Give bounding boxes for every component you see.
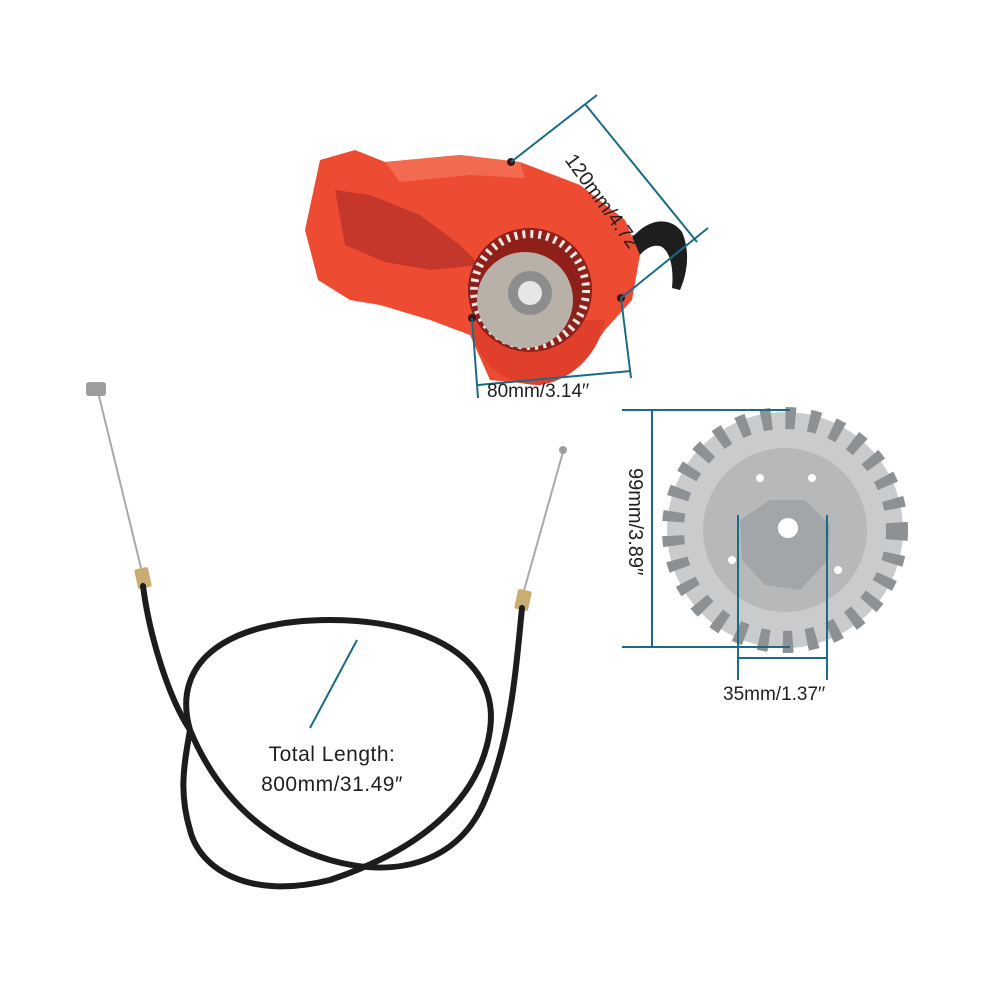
starter-dimension-lines [471, 94, 709, 399]
flywheel-fin-ring [662, 407, 908, 653]
ferrule-left [134, 567, 152, 589]
cable-length-label: Total Length: 800mm/31.49″ [232, 740, 432, 800]
cable-housing-loop [180, 616, 494, 890]
flywheel-bolt-hole-3 [728, 556, 736, 564]
housing-top-lip [385, 155, 525, 182]
cable-label-leader [309, 639, 358, 729]
recoil-fin-ring-light [470, 230, 590, 350]
housing-inner-wall [335, 190, 480, 270]
cable-length-title: Total Length: [268, 743, 396, 766]
flywheel-hub-boss [740, 500, 830, 590]
barrel-nipple [86, 382, 106, 396]
flywheel-bolt-hole-2 [808, 474, 816, 482]
throttle-cable [86, 382, 567, 890]
flywheel-bolt-hole-1 [756, 474, 764, 482]
flywheel-center-hole [778, 518, 798, 538]
recoil-starter [305, 150, 688, 385]
flywheel-hub-dimension: 35mm/1.37′′ [723, 684, 826, 705]
inner-wire-left [97, 391, 143, 573]
flywheel-bolt-hole-4 [834, 566, 842, 574]
pull-handle [630, 221, 688, 290]
ferrule-right [514, 589, 532, 611]
inner-wire-right [522, 451, 564, 595]
cable-length-value: 800mm/31.49″ [261, 773, 403, 796]
flywheel-diameter-dimension: 99mm/3.89′′ [624, 468, 646, 576]
ball-nipple [559, 446, 567, 454]
starter-mount-dimension: 80mm/3.14′′ [487, 381, 590, 402]
pulley-pawl [518, 281, 542, 305]
cable-housing [140, 583, 525, 871]
flywheel [662, 407, 908, 653]
flywheel-dimension-lines [622, 409, 828, 680]
